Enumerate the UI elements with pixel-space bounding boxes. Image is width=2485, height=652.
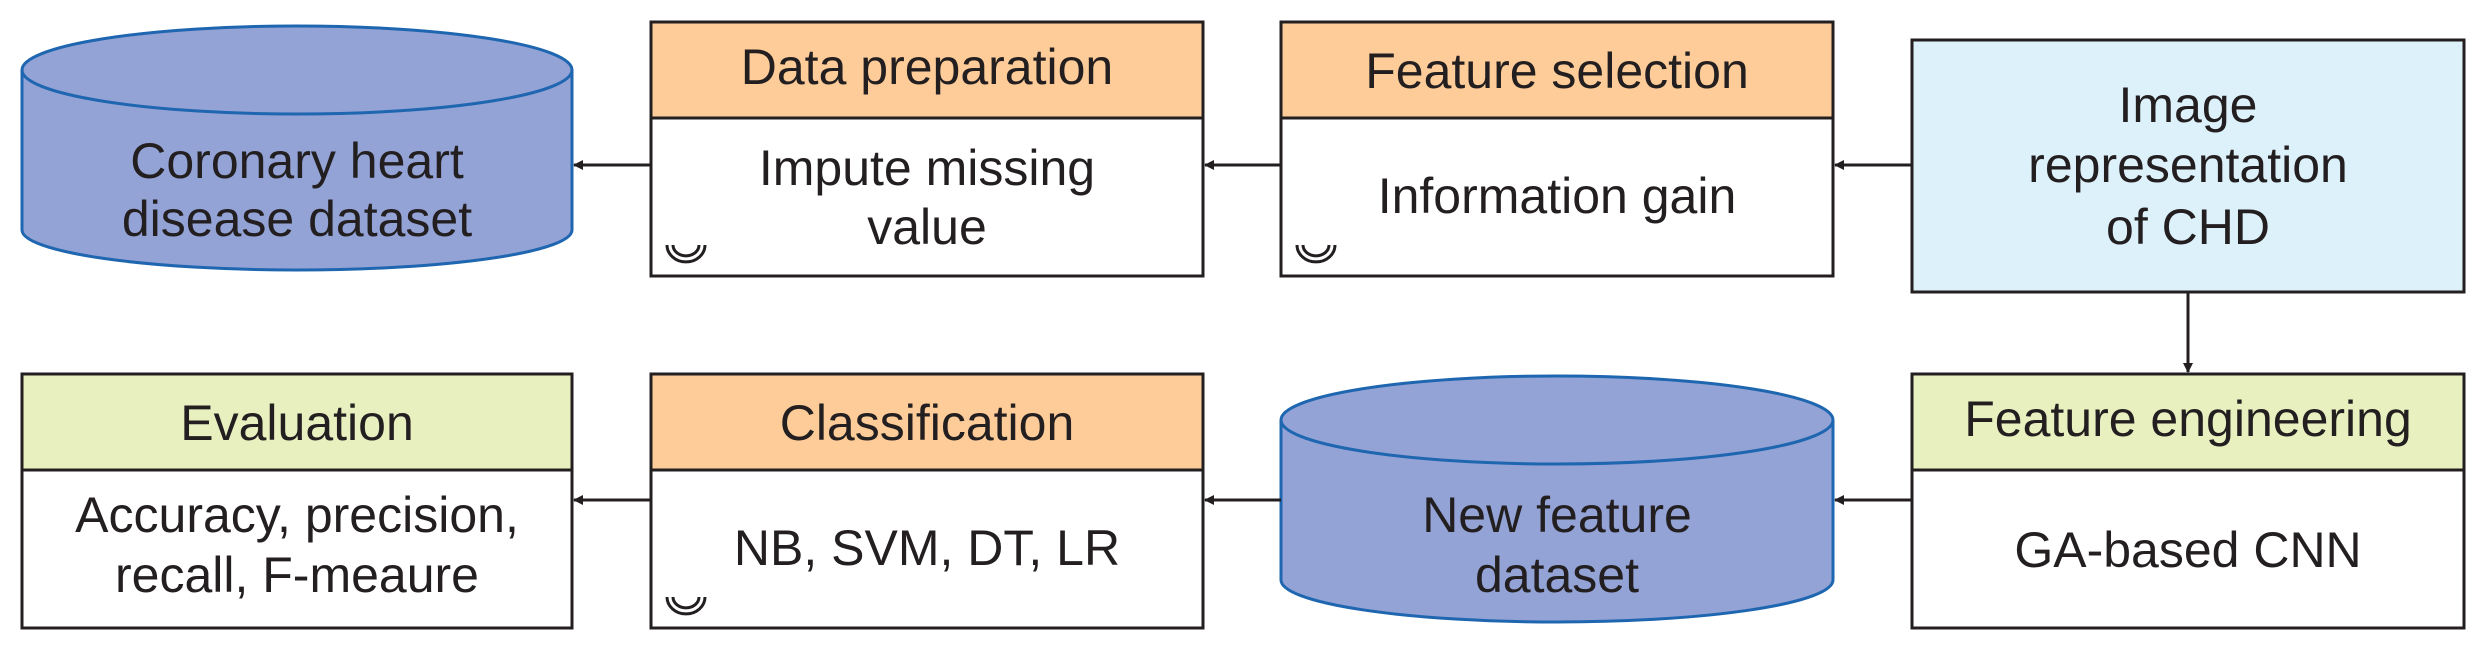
coronary-dataset-line-2: disease dataset [122, 191, 472, 247]
data-preparation-title: Data preparation [741, 39, 1113, 95]
feature-selection-title: Feature selection [1365, 43, 1749, 99]
classification-line-1: NB, SVM, DT, LR [734, 520, 1120, 576]
evaluation-line-2: recall, F-meaure [115, 547, 479, 603]
eye-icon [665, 596, 707, 616]
evaluation-node: Evaluation Accuracy, precision, recall, … [20, 372, 574, 630]
new-feature-dataset-line-1: New feature [1422, 487, 1692, 543]
feature-selection-line-1: Information gain [1378, 168, 1737, 224]
evaluation-title: Evaluation [180, 395, 414, 451]
image-representation-line-2: representation [2028, 137, 2348, 193]
data-preparation-node: Data preparation Impute missing value [649, 20, 1205, 278]
image-representation-node: Image representation of CHD [1910, 38, 2466, 294]
data-preparation-line-1: Impute missing [759, 140, 1095, 196]
image-representation-line-1: Image [2119, 77, 2258, 133]
feature-engineering-node: Feature engineering GA-based CNN [1910, 372, 2466, 630]
image-representation-line-3: of CHD [2106, 199, 2270, 255]
evaluation-line-1: Accuracy, precision, [75, 487, 519, 543]
connector-arrows [573, 160, 2193, 505]
new-feature-dataset-node: New feature dataset [1279, 374, 1835, 624]
eye-icon [1295, 244, 1337, 264]
coronary-dataset-line-1: Coronary heart [130, 133, 464, 189]
feature-selection-node: Feature selection Information gain [1279, 20, 1835, 278]
classification-node: Classification NB, SVM, DT, LR [649, 372, 1205, 630]
data-preparation-line-2: value [867, 199, 987, 255]
feature-engineering-line-1: GA-based CNN [2014, 522, 2361, 578]
eye-icon [665, 244, 707, 264]
new-feature-dataset-line-2: dataset [1475, 547, 1639, 603]
classification-title: Classification [780, 395, 1075, 451]
coronary-dataset-node: Coronary heart disease dataset [20, 24, 574, 272]
feature-engineering-title: Feature engineering [1964, 391, 2412, 447]
